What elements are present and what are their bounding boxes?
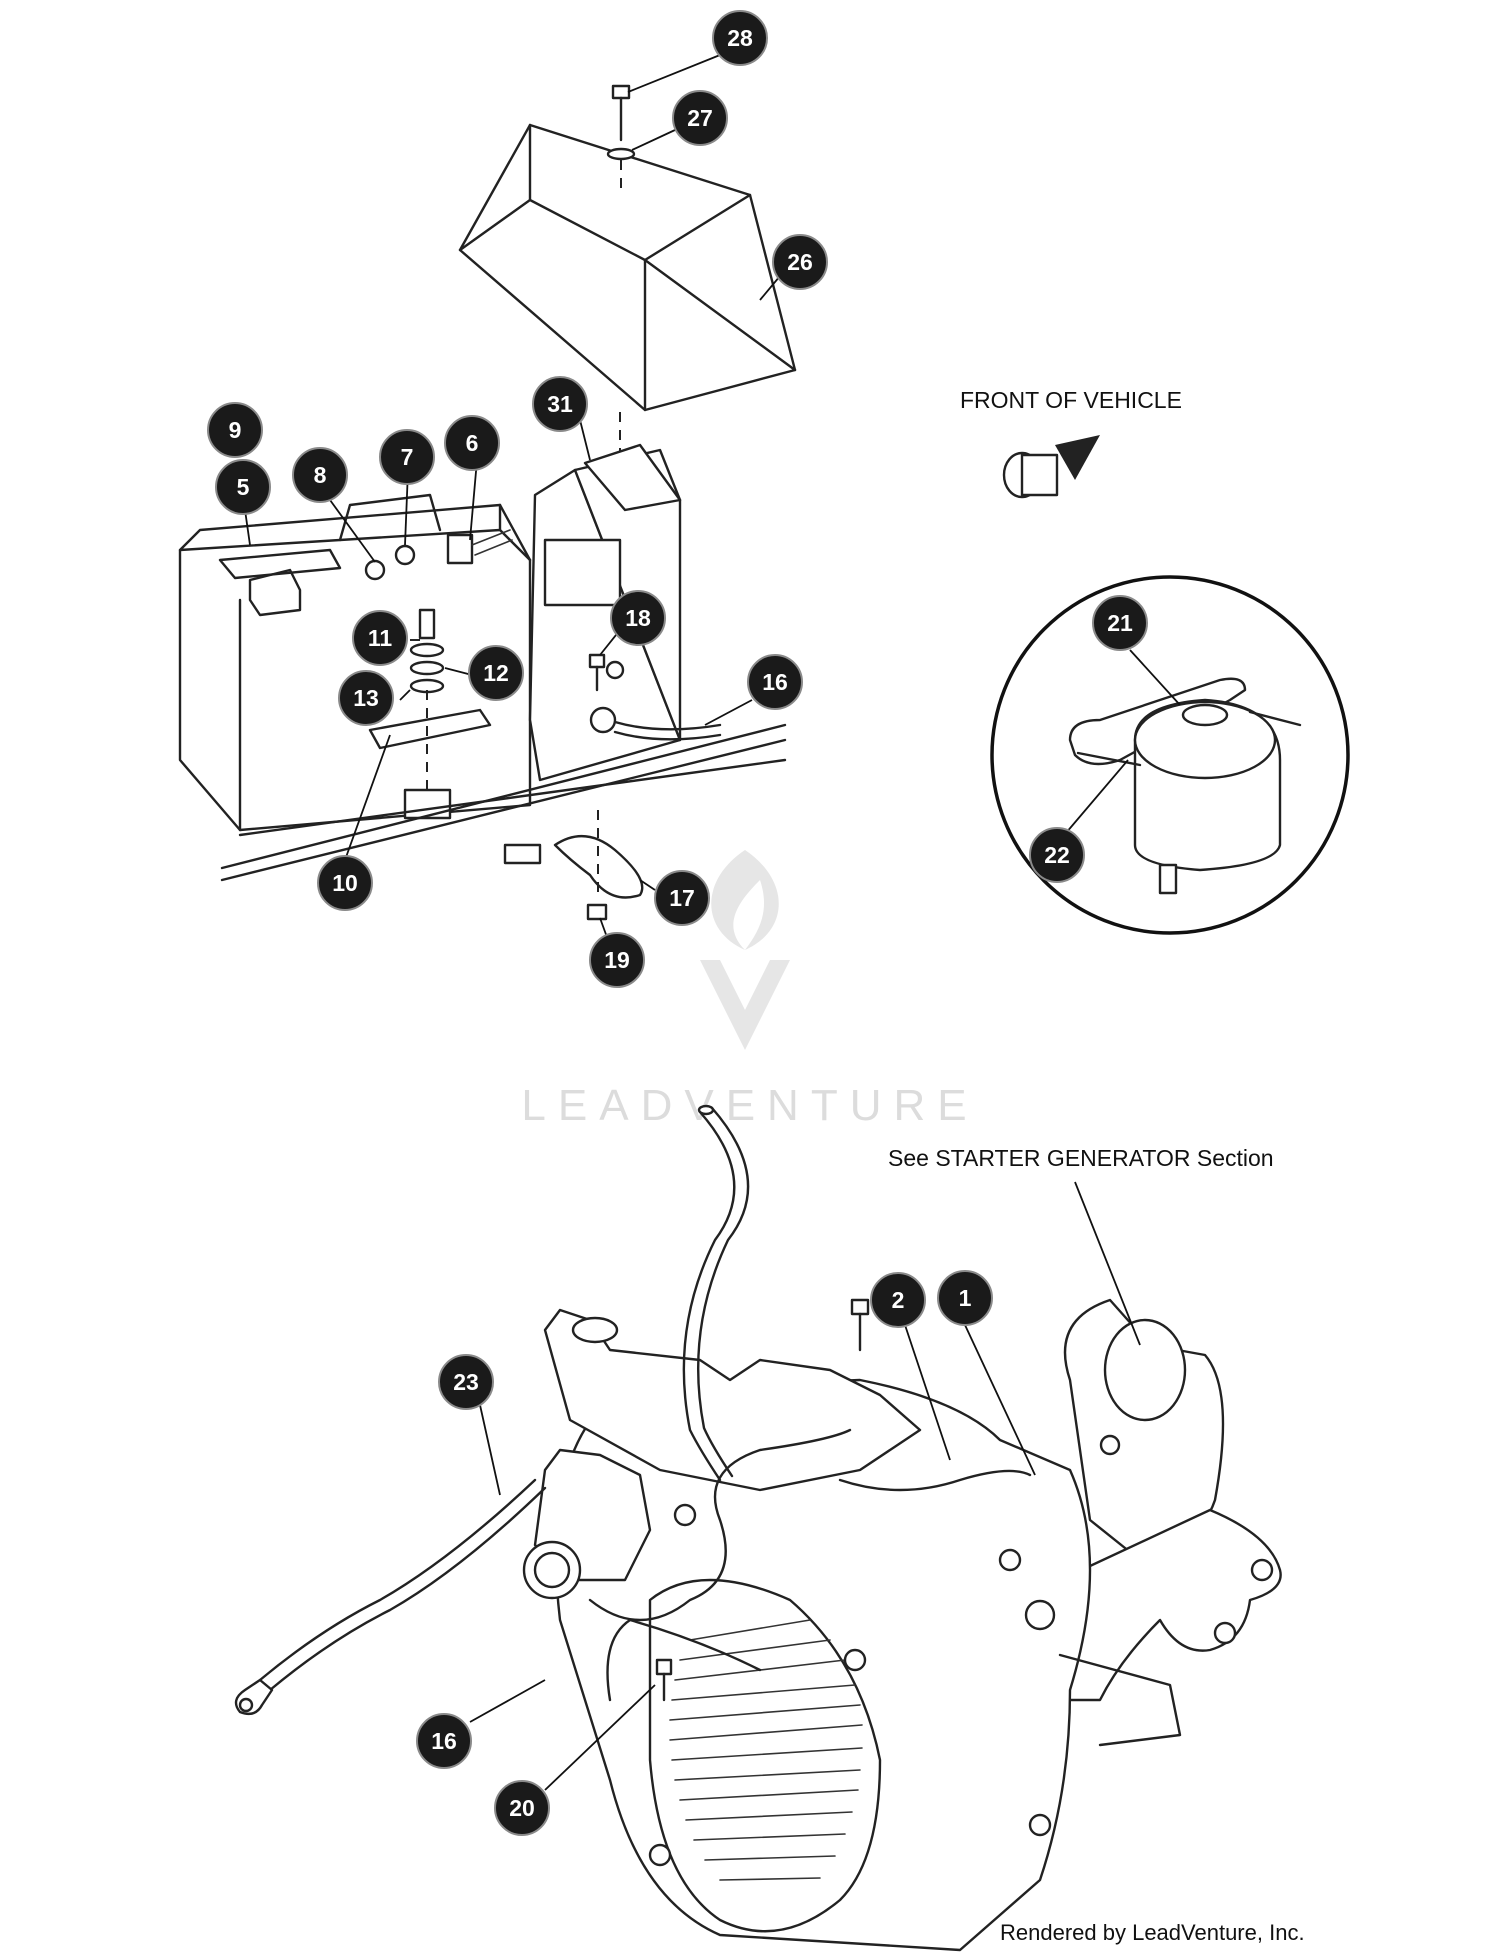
- frame-rail: [220, 723, 787, 882]
- svg-text:12: 12: [483, 660, 509, 686]
- svg-text:16: 16: [431, 1728, 457, 1754]
- ground-cable: [589, 706, 722, 741]
- svg-text:16: 16: [762, 669, 788, 695]
- callout-12[interactable]: 12: [468, 645, 524, 701]
- callout-11[interactable]: 11: [352, 610, 408, 666]
- callout-1[interactable]: 1: [937, 1270, 993, 1326]
- callout-18[interactable]: 18: [610, 590, 666, 646]
- callout-22[interactable]: 22: [1029, 827, 1085, 883]
- svg-text:1: 1: [959, 1285, 972, 1311]
- callout-27[interactable]: 27: [672, 90, 728, 146]
- fan-grille: [669, 1619, 863, 1881]
- callout-10[interactable]: 10: [317, 855, 373, 911]
- battery: [178, 493, 532, 832]
- callout-28[interactable]: 28: [712, 10, 768, 66]
- svg-text:23: 23: [453, 1369, 479, 1395]
- callout-16-bracket[interactable]: 16: [747, 654, 803, 710]
- callout-16-engine[interactable]: 16: [416, 1713, 472, 1769]
- callout-31[interactable]: 31: [532, 376, 588, 432]
- svg-text:2: 2: [892, 1287, 905, 1313]
- svg-text:13: 13: [353, 685, 379, 711]
- see-starter-generator-label: See STARTER GENERATOR Section: [888, 1145, 1274, 1171]
- svg-text:31: 31: [547, 391, 573, 417]
- engine-assembly: [234, 1104, 1282, 1952]
- battery-terminals: [364, 529, 513, 581]
- svg-text:17: 17: [669, 885, 695, 911]
- callout-7[interactable]: 7: [379, 429, 435, 485]
- svg-text:26: 26: [787, 249, 813, 275]
- svg-text:11: 11: [368, 625, 393, 651]
- svg-text:19: 19: [604, 947, 630, 973]
- callout-17[interactable]: 17: [654, 870, 710, 926]
- svg-text:20: 20: [509, 1795, 535, 1821]
- callout-2[interactable]: 2: [870, 1272, 926, 1328]
- svg-text:6: 6: [466, 430, 479, 456]
- svg-text:27: 27: [687, 105, 713, 131]
- callout-19[interactable]: 19: [589, 932, 645, 988]
- front-of-vehicle-arrow: [1002, 435, 1100, 499]
- bracket-cable-17: [503, 810, 644, 921]
- callout-21[interactable]: 21: [1092, 595, 1148, 651]
- svg-text:7: 7: [401, 444, 414, 470]
- svg-text:21: 21: [1107, 610, 1133, 636]
- svg-text:18: 18: [625, 605, 651, 631]
- battery-cover: [458, 123, 797, 412]
- rendered-by-footer: Rendered by LeadVenture, Inc.: [1000, 1920, 1305, 1945]
- svg-text:10: 10: [332, 870, 358, 896]
- svg-text:22: 22: [1044, 842, 1070, 868]
- watermark-text: LEADVENTURE: [521, 1081, 978, 1130]
- leadventure-watermark: LEADVENTURE: [521, 850, 978, 1130]
- svg-text:28: 28: [727, 25, 753, 51]
- battery-hold-down: [368, 608, 492, 820]
- bracket-bolt: [588, 653, 606, 692]
- front-of-vehicle-label: FRONT OF VEHICLE: [960, 387, 1182, 413]
- callout-23[interactable]: 23: [438, 1354, 494, 1410]
- svg-text:9: 9: [229, 417, 242, 443]
- callout-8[interactable]: 8: [292, 447, 348, 503]
- callout-13[interactable]: 13: [338, 670, 394, 726]
- leader-lines: [244, 54, 1181, 1791]
- callout-6[interactable]: 6: [444, 415, 500, 471]
- svg-text:8: 8: [314, 462, 327, 488]
- callout-5[interactable]: 5: [215, 459, 271, 515]
- callout-9[interactable]: 9: [207, 402, 263, 458]
- svg-text:5: 5: [237, 474, 250, 500]
- callout-20[interactable]: 20: [494, 1780, 550, 1836]
- callout-26[interactable]: 26: [772, 234, 828, 290]
